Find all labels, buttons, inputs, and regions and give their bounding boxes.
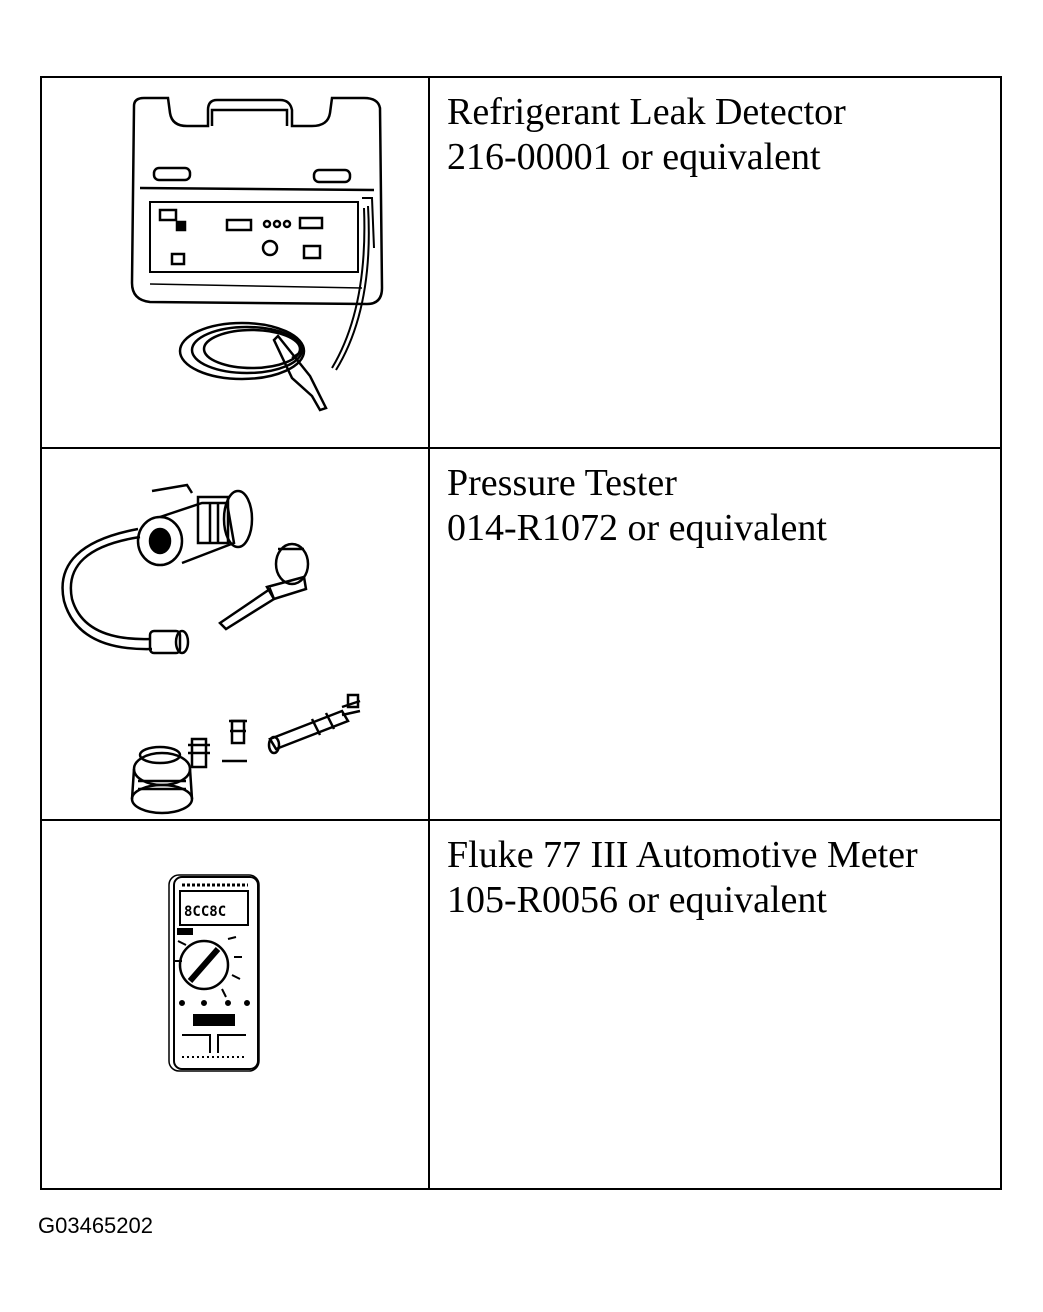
tool-part-number: 014-R1072 or equivalent (447, 507, 827, 549)
tool-row-multimeter: 8CC8C Fluke 77 III Automotive Meter (42, 821, 1000, 1188)
svg-text:8CC8C: 8CC8C (184, 904, 226, 920)
tool-row-pressure-tester: Pressure Tester 014-R1072 or equivalent (42, 449, 1000, 821)
tool-description: Pressure Tester 014-R1072 or equivalent (430, 449, 1000, 819)
tool-image-cell (42, 449, 430, 819)
tool-part-number: 216-00001 or equivalent (447, 136, 821, 178)
tool-part-number: 105-R0056 or equivalent (447, 879, 827, 921)
tool-name: Refrigerant Leak Detector (447, 91, 846, 133)
pressure-tester-icon (61, 483, 361, 815)
tool-row-leak-detector: Refrigerant Leak Detector 216-00001 or e… (42, 78, 1000, 449)
tool-image-cell: 8CC8C (42, 821, 430, 1188)
tool-description: Fluke 77 III Automotive Meter 105-R0056 … (430, 821, 1000, 1188)
leak-detector-icon (130, 96, 384, 412)
tool-table: Refrigerant Leak Detector 216-00001 or e… (40, 76, 1002, 1190)
multimeter-icon: 8CC8C (168, 874, 260, 1072)
tool-name: Fluke 77 III Automotive Meter (447, 834, 918, 876)
tool-name: Pressure Tester (447, 462, 677, 504)
figure-id: G03465202 (38, 1213, 153, 1238)
tool-description: Refrigerant Leak Detector 216-00001 or e… (430, 78, 1000, 447)
tool-image-cell (42, 78, 430, 447)
